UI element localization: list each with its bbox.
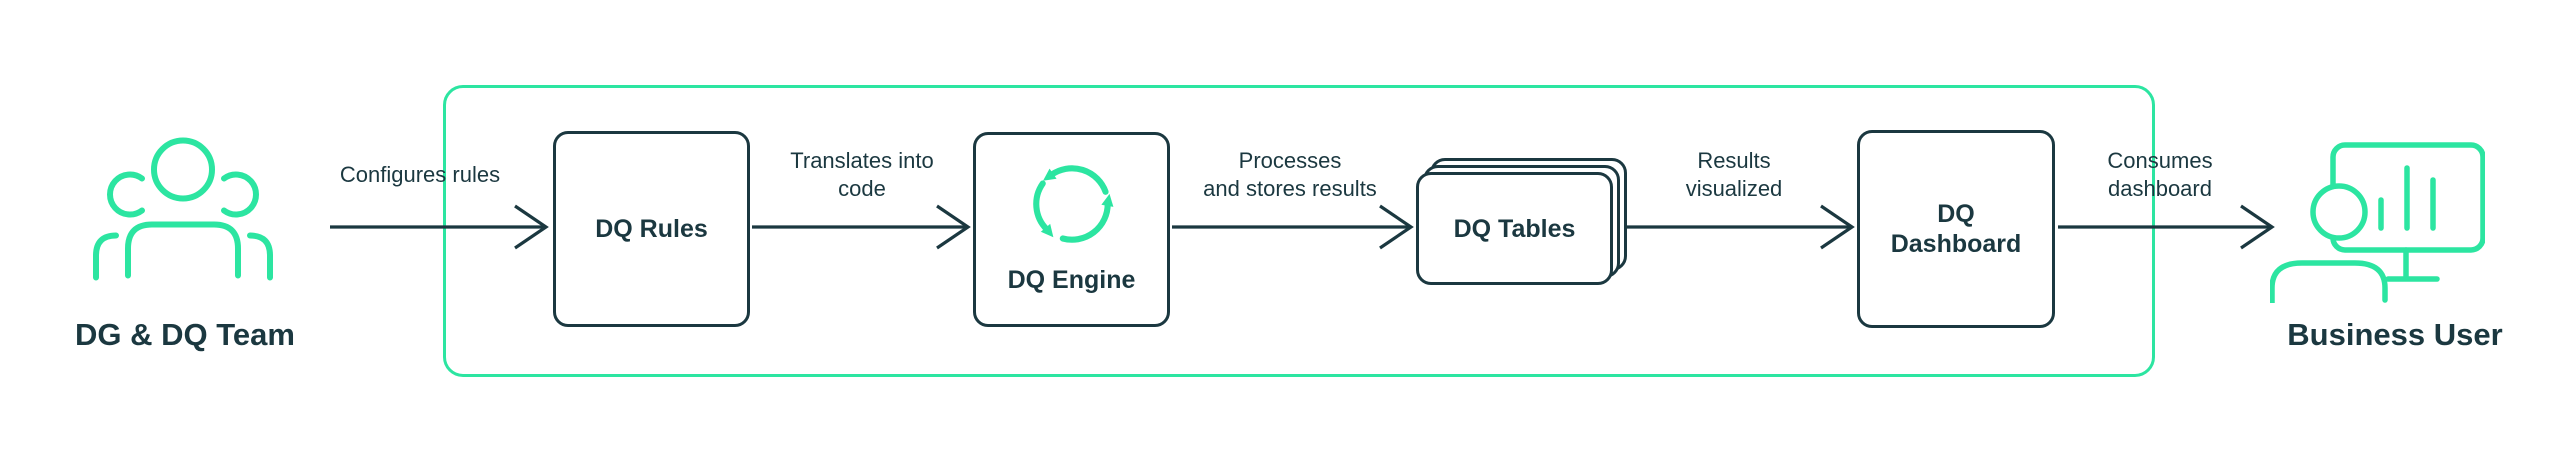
node-label: DQ Rules (595, 215, 708, 243)
pipeline-boundary (443, 85, 2155, 377)
arrow-label-translates: Translates into code (762, 147, 962, 203)
node-label: DQ (1937, 200, 1975, 228)
arrow-consumes-dashboard (2058, 204, 2275, 250)
arrow-label-line: Consumes (2107, 148, 2213, 173)
right-actor-label: Business User (2287, 317, 2503, 352)
node-dq-dashboard: DQ Dashboard (1857, 130, 2055, 328)
node-dq-rules: DQ Rules (553, 131, 750, 327)
arrow-label-line: Processes (1238, 148, 1342, 173)
user-monitor-chart-icon (2270, 142, 2485, 303)
node-label: Dashboard (1890, 230, 2022, 258)
arrow-label-results: Results visualized (1634, 147, 1834, 203)
arrow-translates-into-code (752, 204, 971, 250)
cycle-arrows-icon (1032, 165, 1113, 243)
arrow-label-line: code (838, 176, 886, 201)
arrow-label-line: and stores results (1203, 176, 1377, 201)
arrow-results-visualized (1616, 204, 1855, 250)
arrow-label-line: visualized (1685, 176, 1783, 201)
node-label: DQ Tables (1453, 214, 1576, 243)
people-group-icon (93, 137, 273, 281)
arrow-label-line: Results (1697, 148, 1771, 173)
arrow-label-line: dashboard (2108, 176, 2212, 201)
arrow-processes-stores-results (1172, 204, 1414, 250)
arrow-label-consumes: Consumes dashboard (2060, 147, 2260, 203)
arrow-label-configures: Configures rules (320, 161, 520, 189)
node-dq-engine: DQ Engine (973, 132, 1170, 327)
node-dq-tables: DQ Tables (1416, 172, 1613, 285)
arrow-label-line: Configures rules (339, 162, 501, 187)
arrow-configures-rules (330, 204, 549, 250)
arrow-label-processes: Processes and stores results (1168, 147, 1412, 203)
node-label: DQ Engine (1007, 266, 1136, 294)
left-actor-label: DG & DQ Team (75, 317, 295, 352)
arrow-label-line: Translates into (790, 148, 934, 173)
